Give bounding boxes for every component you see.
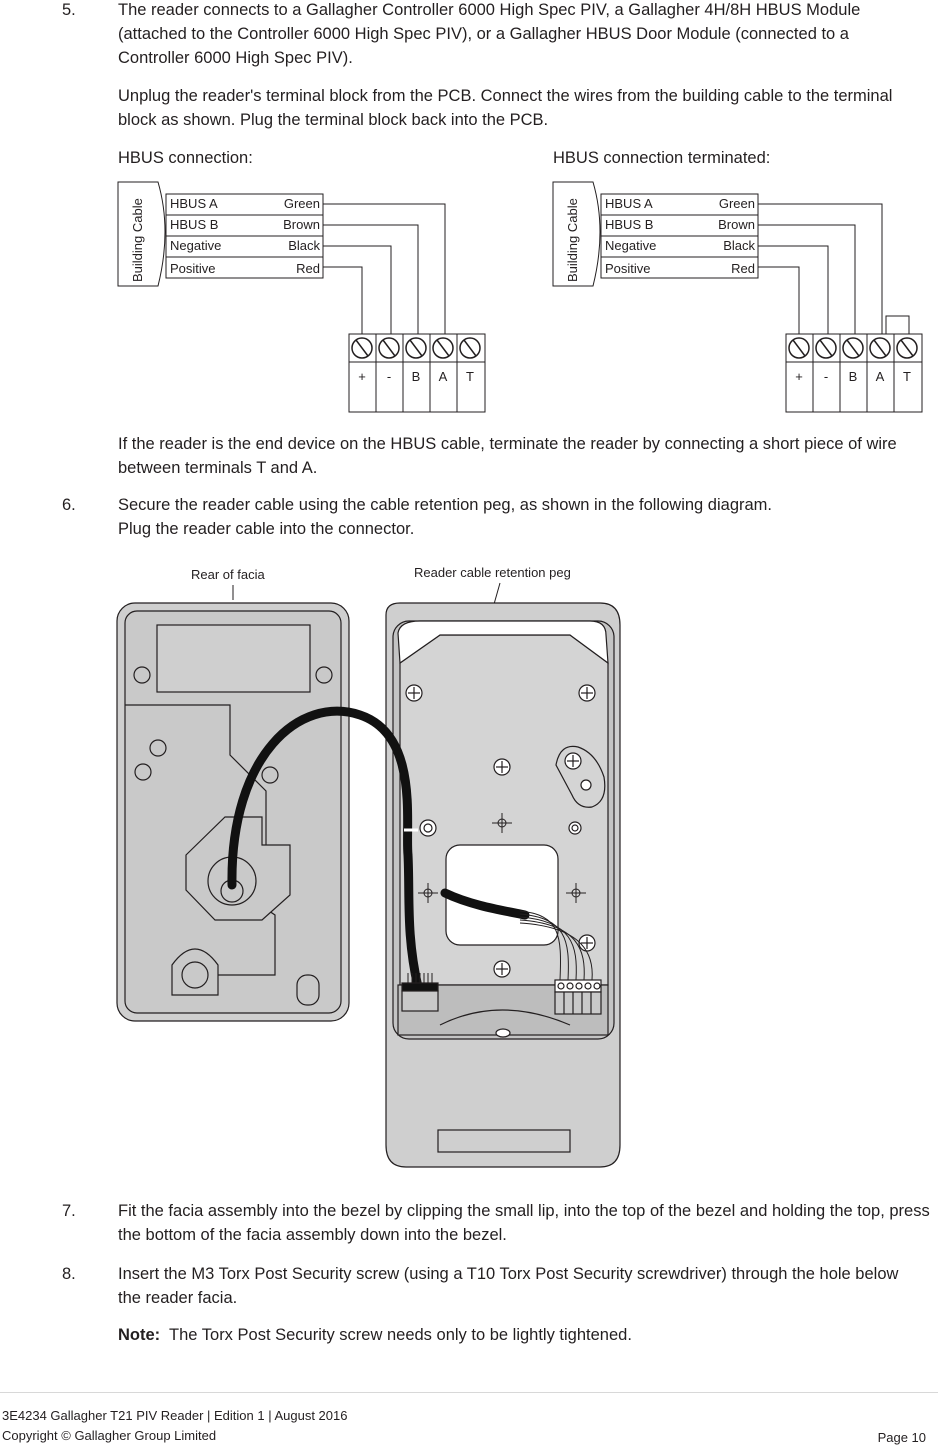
step-text: The reader connects to a Gallagher Contr… bbox=[118, 1, 861, 67]
step-text-continued: Unplug the reader's terminal block from … bbox=[118, 87, 893, 129]
wire-signal-label: HBUS B bbox=[605, 217, 653, 232]
wire-color-label: Green bbox=[719, 196, 755, 211]
terminal-label: - bbox=[387, 369, 391, 384]
wire-signal-label: Negative bbox=[170, 238, 221, 253]
wire-color-label: Red bbox=[731, 261, 755, 276]
terminal-label: B bbox=[849, 369, 858, 384]
footer-divider bbox=[0, 1392, 938, 1393]
wire-signal-label: HBUS B bbox=[170, 217, 218, 232]
terminal-label: + bbox=[358, 369, 366, 384]
step-text-continued: Plug the reader cable into the connector… bbox=[118, 520, 415, 538]
step-number: 8. bbox=[62, 1265, 76, 1283]
building-cable-label: Building Cable bbox=[565, 198, 580, 282]
terminal-label: A bbox=[439, 369, 448, 384]
step-text: Insert the M3 Torx Post Security screw (… bbox=[118, 1265, 899, 1307]
connector-wires bbox=[407, 910, 593, 983]
screw-icons bbox=[405, 684, 596, 978]
wire-color-label: Brown bbox=[718, 217, 755, 232]
step-text: Secure the reader cable using the cable … bbox=[118, 496, 772, 514]
wire-color-label: Brown bbox=[283, 217, 320, 232]
hbus-terminated-diagram: Building Cable HBUS A HBUS B Negative Po… bbox=[552, 181, 923, 413]
note: Note: The Torx Post Security screw needs… bbox=[118, 1323, 918, 1347]
hbus-left-caption: HBUS connection: bbox=[118, 149, 253, 167]
wire-signal-label: Positive bbox=[170, 261, 216, 276]
tamper-switch bbox=[555, 745, 606, 835]
end-device-text: If the reader is the end device on the H… bbox=[118, 435, 897, 477]
hbus-wiring-diagrams: Building Cable HBUS A HBUS B Negative Po… bbox=[117, 181, 923, 413]
reader-assembly-figure: Rear of facia Reader cable retention peg bbox=[116, 565, 621, 1168]
alignment-marks bbox=[418, 813, 586, 903]
rear-of-facia-label: Rear of facia bbox=[191, 567, 265, 582]
retention-peg-label: Reader cable retention peg bbox=[414, 565, 571, 580]
cable-retention-peg bbox=[419, 819, 437, 837]
building-cable bbox=[440, 888, 530, 920]
step-text: Fit the facia assembly into the bezel by… bbox=[118, 1202, 930, 1244]
wire-color-label: Red bbox=[296, 261, 320, 276]
building-cable-label: Building Cable bbox=[130, 198, 145, 282]
wire-signal-label: HBUS A bbox=[605, 196, 653, 211]
footer-doc-info: 3E4234 Gallagher T21 PIV Reader | Editio… bbox=[2, 1408, 348, 1423]
step-number: 6. bbox=[62, 496, 76, 514]
hbus-connection-diagram: Building Cable HBUS A HBUS B Negative Po… bbox=[117, 181, 486, 413]
page-number: Page 10 bbox=[877, 1430, 926, 1445]
terminal-label: T bbox=[903, 369, 911, 384]
pcb-connectors bbox=[401, 979, 602, 1015]
step-number: 7. bbox=[62, 1202, 76, 1220]
hbus-right-caption: HBUS connection terminated: bbox=[553, 149, 771, 167]
note-text: The Torx Post Security screw needs only … bbox=[169, 1326, 632, 1344]
wire-signal-label: Positive bbox=[605, 261, 651, 276]
terminal-label: - bbox=[824, 369, 828, 384]
terminal-label: T bbox=[466, 369, 474, 384]
wire-color-label: Black bbox=[723, 238, 755, 253]
wire-signal-label: HBUS A bbox=[170, 196, 218, 211]
step-number: 5. bbox=[62, 1, 76, 19]
terminal-label: B bbox=[412, 369, 421, 384]
rear-facia-drawing bbox=[116, 602, 350, 1022]
reader-cable bbox=[227, 706, 423, 992]
footer-copyright: Copyright © Gallagher Group Limited bbox=[2, 1428, 217, 1443]
wire-color-label: Black bbox=[288, 238, 320, 253]
wire-color-label: Green bbox=[284, 196, 320, 211]
terminal-label: + bbox=[795, 369, 803, 384]
terminal-label: A bbox=[876, 369, 885, 384]
wire-signal-label: Negative bbox=[605, 238, 656, 253]
note-label: Note: bbox=[118, 1326, 161, 1344]
